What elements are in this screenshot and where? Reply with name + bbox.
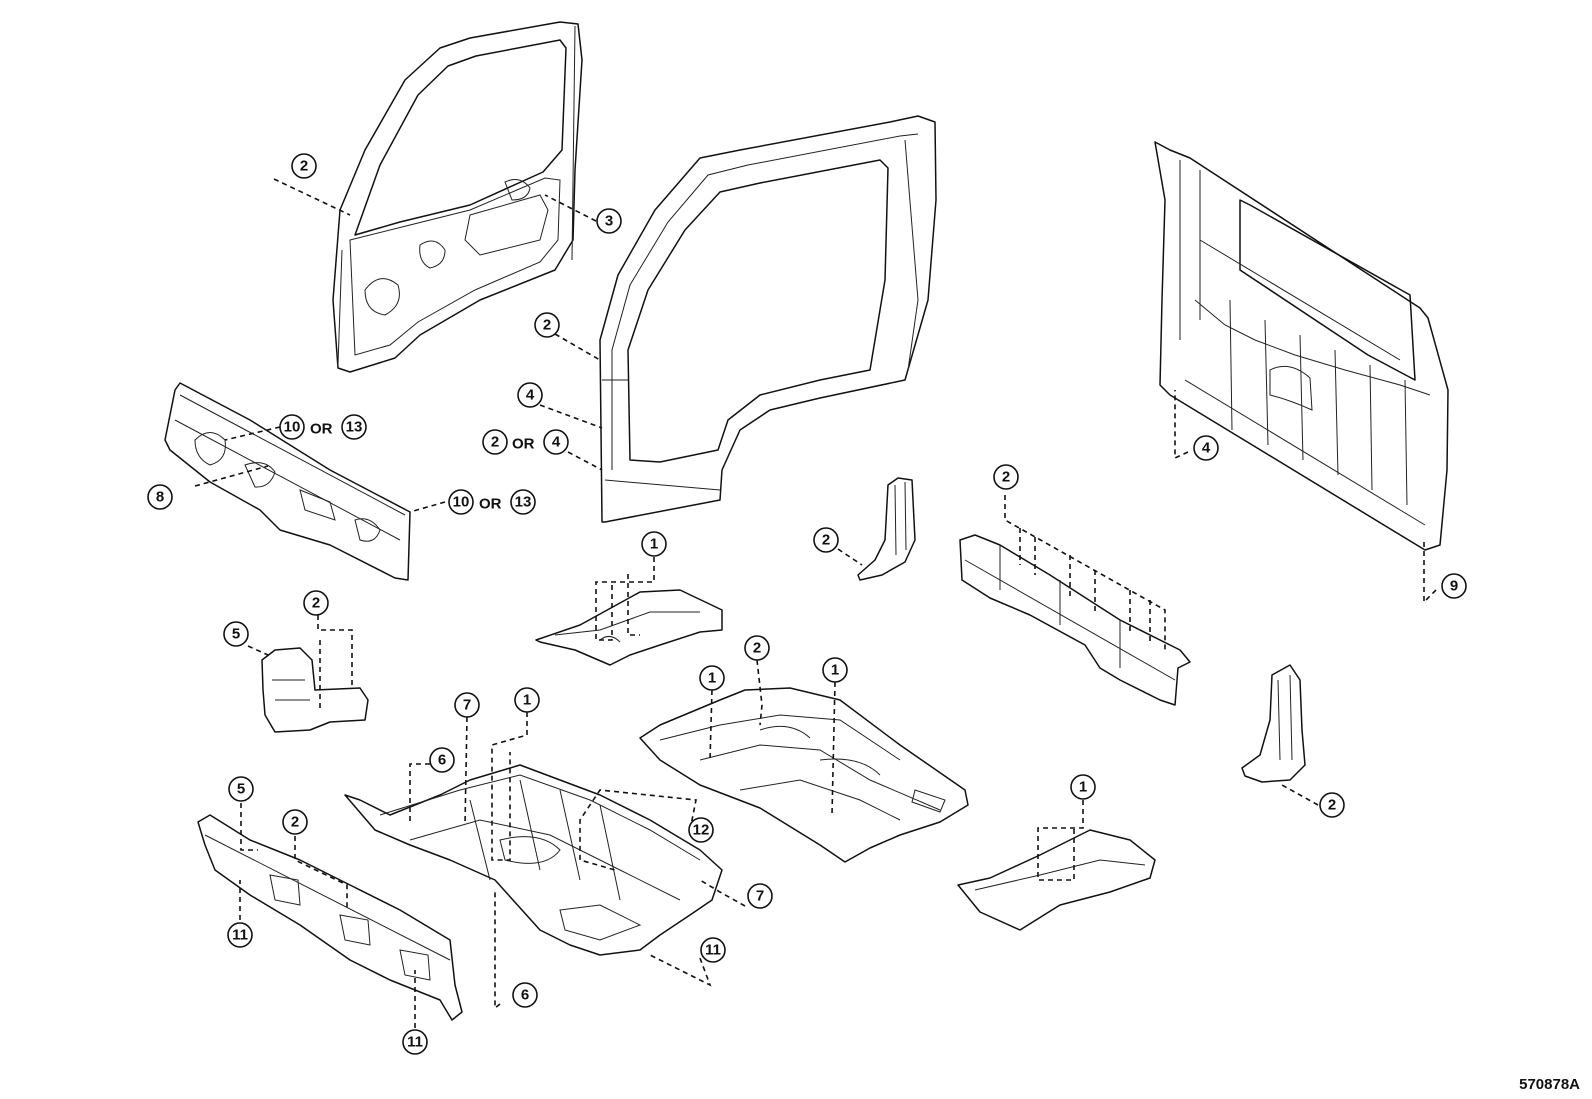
callout-12: 12: [688, 817, 714, 843]
quarter-pillar-bracket: [1241, 664, 1306, 783]
svg-text:7: 7: [756, 888, 764, 905]
back-panel: [1154, 141, 1449, 551]
svg-text:2: 2: [291, 814, 299, 831]
callout-13: 13: [510, 489, 536, 515]
svg-text:1: 1: [831, 662, 839, 679]
svg-text:2: 2: [1328, 797, 1336, 814]
dash-bracket: [261, 647, 369, 733]
svg-text:10: 10: [284, 419, 301, 436]
callout-11: 11: [402, 1029, 428, 1055]
callout-1: 1: [514, 687, 540, 713]
svg-text:12: 12: [693, 822, 710, 839]
callout-1: 1: [641, 531, 667, 557]
callout-6: 6: [512, 982, 538, 1008]
callout-11: 11: [227, 922, 253, 948]
callout-2: 2: [534, 312, 560, 338]
callout-9: 9: [1441, 573, 1467, 599]
callout-5: 5: [223, 621, 249, 647]
svg-text:11: 11: [232, 927, 248, 944]
svg-text:2: 2: [491, 434, 499, 451]
svg-text:11: 11: [407, 1034, 423, 1051]
svg-text:13: 13: [346, 419, 363, 436]
rear-door-frame: [599, 115, 937, 523]
svg-text:4: 4: [1202, 440, 1211, 457]
or-text: OR: [479, 496, 502, 513]
dash-cross-member: [197, 814, 463, 1021]
svg-text:1: 1: [1079, 779, 1087, 796]
rear-floor-pan: [639, 687, 969, 863]
callout-5: 5: [228, 776, 254, 802]
svg-text:2: 2: [822, 532, 830, 549]
callout-6: 6: [429, 747, 455, 773]
or-text: OR: [310, 421, 333, 438]
callout-4: 4: [1193, 435, 1219, 461]
cowl-panel: [164, 382, 411, 581]
svg-text:2: 2: [312, 595, 320, 612]
floor-reinforcement-upper: [535, 589, 723, 666]
diagram-code: 570878A: [1519, 1076, 1580, 1093]
svg-text:1: 1: [523, 692, 531, 709]
callout-4: 4: [517, 382, 543, 408]
center-pillar-bracket: [857, 477, 916, 581]
svg-text:2: 2: [1002, 469, 1010, 486]
svg-text:6: 6: [438, 752, 446, 769]
leader-lines: [194, 178, 1437, 1028]
callout-4: 4: [543, 429, 569, 455]
svg-text:13: 13: [515, 494, 532, 511]
callout-1: 1: [822, 657, 848, 683]
svg-text:3: 3: [605, 213, 613, 230]
floor-reinforcement-lower: [957, 829, 1156, 931]
callout-2: 2: [482, 429, 508, 455]
callout-10: 10: [279, 414, 305, 440]
svg-text:2: 2: [753, 640, 761, 657]
callout-2: 2: [282, 809, 308, 835]
or-text: OR: [512, 436, 535, 453]
callouts: 2 3 2 4 2 OR 4 10 OR 13 8 10 OR 13 4 9 2…: [147, 153, 1467, 1055]
callout-10: 10: [448, 489, 474, 515]
svg-text:4: 4: [552, 434, 561, 451]
front-door-frame: [332, 21, 583, 373]
svg-text:7: 7: [463, 697, 471, 714]
callout-2: 2: [744, 635, 770, 661]
svg-text:5: 5: [237, 781, 245, 798]
svg-text:9: 9: [1450, 578, 1458, 595]
svg-text:11: 11: [705, 942, 721, 959]
callout-3: 3: [596, 208, 622, 234]
callout-7: 7: [747, 883, 773, 909]
callout-11: 11: [700, 937, 726, 963]
callout-7: 7: [454, 692, 480, 718]
callout-2: 2: [813, 527, 839, 553]
svg-text:6: 6: [521, 987, 529, 1004]
svg-text:5: 5: [232, 626, 240, 643]
callout-2: 2: [993, 464, 1019, 490]
svg-text:1: 1: [708, 670, 716, 687]
svg-text:2: 2: [543, 317, 551, 334]
callout-1: 1: [1070, 774, 1096, 800]
svg-text:4: 4: [526, 387, 535, 404]
callout-2: 2: [303, 590, 329, 616]
callout-13: 13: [341, 414, 367, 440]
rear-cross-member: [959, 534, 1191, 706]
svg-text:8: 8: [156, 489, 164, 506]
callout-8: 8: [147, 484, 173, 510]
front-floor-pan: [344, 764, 723, 956]
callout-2: 2: [291, 153, 317, 179]
callout-1: 1: [699, 665, 725, 691]
svg-text:2: 2: [300, 158, 308, 175]
svg-text:1: 1: [650, 536, 658, 553]
callout-2: 2: [1319, 792, 1345, 818]
svg-text:10: 10: [453, 494, 470, 511]
